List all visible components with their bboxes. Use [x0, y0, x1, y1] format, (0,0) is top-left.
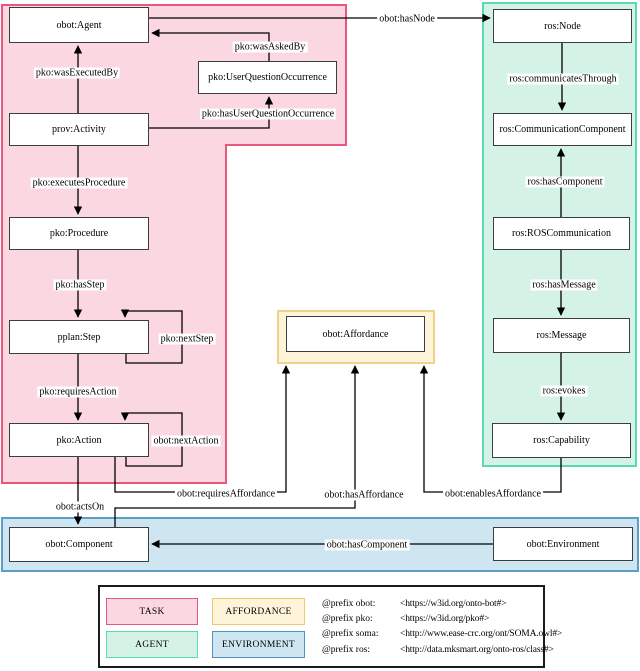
edge-label-communicatesThrough: ros:communicatesThrough — [507, 73, 619, 85]
edge-label-nextStep: pko:nextStep — [158, 333, 216, 345]
prefix-row-ros: @prefix ros: <http://data.mksmart.org/ont… — [322, 643, 562, 658]
legend-swatch-environment: ENVIRONMENT — [212, 631, 305, 658]
prefix-uri: <http://www.ease-crc.org/ont/SOMA.owl#> — [400, 629, 563, 640]
node-ros-communication-component: ros:CommunicationComponent — [493, 113, 632, 146]
prefix-uri: <http://data.mksmart.org/onto-ros/class#… — [400, 644, 554, 655]
edge-label-hasAffordance: obot:hasAffordance — [322, 489, 406, 501]
edge-label-actsOn: obot:actsOn — [53, 501, 107, 513]
legend-box: TASK AFFORDANCE AGENT ENVIRONMENT @prefi… — [98, 585, 562, 668]
node-obot-component: obot:Component — [9, 527, 149, 562]
prefix-name: @prefix pko: — [322, 614, 373, 625]
edge-label-wasAskedBy: pko:wasAskedBy — [232, 41, 308, 53]
node-obot-environment: obot:Environment — [493, 527, 633, 561]
edge-label-hasUserQuestionOccurrence: pko:hasUserQuestionOccurrence — [199, 108, 337, 120]
edge-label-requiresAffordance: obot:requiresAffordance — [174, 488, 278, 500]
node-ros-roscommunication: ros:ROSCommunication — [493, 217, 630, 250]
edge-label-hasMessage: ros:hasMessage — [530, 279, 598, 291]
edge-label-ros-hasComponent: ros:hasComponent — [525, 176, 605, 188]
node-pplan-step: pplan:Step — [9, 320, 149, 354]
node-ros-message: ros:Message — [493, 318, 630, 353]
legend-swatch-affordance: AFFORDANCE — [212, 598, 305, 625]
edge-label-nextAction: obot:nextAction — [151, 435, 221, 447]
legend-swatch-task: TASK — [106, 598, 198, 625]
prefix-uri: <https://w3id.org/pko#> — [400, 614, 490, 625]
node-obot-agent: obot:Agent — [9, 7, 149, 43]
prefix-declarations: @prefix obot: <https://w3id.org/onto-bot#… — [322, 597, 562, 658]
edge-label-evokes: ros:evokes — [540, 385, 588, 397]
edge-label-hasStep: pko:hasStep — [53, 279, 107, 291]
edge-label-wasExecutedBy: pko:wasExecutedBy — [33, 67, 121, 79]
edge-label-requiresAction: pko:requiresAction — [37, 386, 119, 398]
prefix-uri: <https://w3id.org/onto-bot#> — [400, 599, 507, 609]
prefix-name: @prefix ros: — [322, 644, 371, 655]
edge-label-executesProcedure: pko:executesProcedure — [30, 177, 128, 189]
node-ros-capability: ros:Capability — [492, 423, 631, 458]
prefix-row-obot: @prefix obot: <https://w3id.org/onto-bot#… — [322, 597, 562, 612]
edge-label-enablesAffordance: obot:enablesAffordance — [443, 488, 543, 500]
node-obot-affordance: obot:Affordance — [286, 316, 425, 352]
node-ros-node: ros:Node — [493, 9, 632, 43]
prefix-row-pko: @prefix pko: <https://w3id.org/pko#> — [322, 612, 562, 627]
edge-hasAffordance — [114, 365, 360, 527]
node-pko-action: pko:Action — [9, 423, 149, 457]
node-pko-user-question-occurrence: pko:UserQuestionOccurrence — [198, 61, 337, 94]
prefix-name: @prefix obot: — [322, 599, 376, 609]
prefix-row-soma: @prefix soma: <http://www.ease-crc.org/on… — [322, 627, 562, 642]
edge-label-hasNode: obot:hasNode — [377, 13, 437, 25]
edge-hasUserQuestionOccurrence — [149, 96, 274, 129]
legend-swatch-agent: AGENT — [106, 631, 198, 658]
prefix-name: @prefix soma: — [322, 629, 379, 640]
node-prov-activity: prov:Activity — [9, 113, 149, 146]
node-pko-procedure: pko:Procedure — [9, 217, 149, 250]
edge-label-obot-hasComponent: obot:hasComponent — [324, 539, 410, 551]
